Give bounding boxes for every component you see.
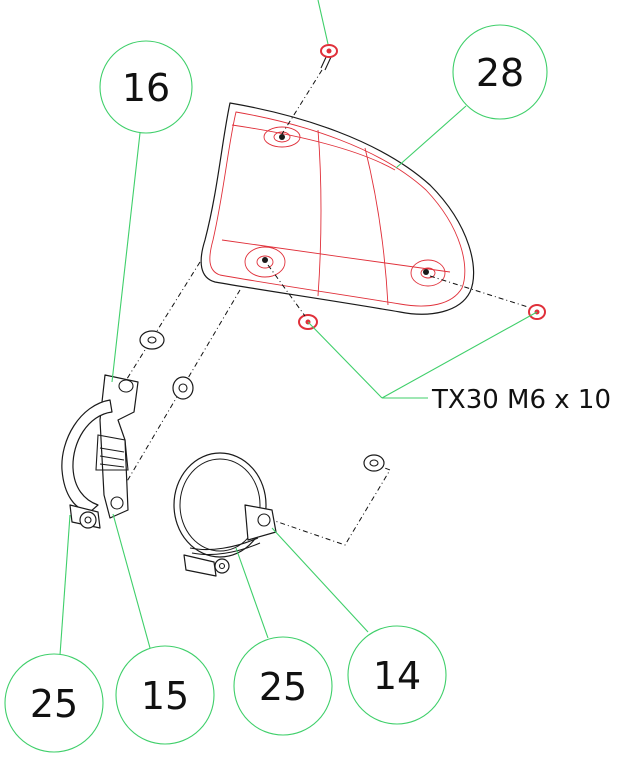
callout-25-right-label: 25 bbox=[259, 665, 307, 709]
callout-14: 14 bbox=[347, 625, 447, 725]
leader-lines bbox=[59, 0, 538, 656]
callout-14-label: 14 bbox=[373, 654, 421, 698]
callout-16: 16 bbox=[99, 40, 193, 134]
washer-lower bbox=[172, 376, 194, 400]
callout-25-left-label: 25 bbox=[30, 682, 78, 726]
callout-28-label: 28 bbox=[476, 51, 524, 95]
washer-right bbox=[363, 454, 385, 472]
washer-upper bbox=[139, 330, 165, 350]
fastener-spec-label: TX30 M6 x 10 bbox=[431, 385, 611, 415]
screw-top bbox=[320, 44, 338, 71]
callout-16-label: 16 bbox=[122, 66, 170, 110]
left-clamp-assembly bbox=[61, 374, 139, 529]
callout-15: 15 bbox=[115, 645, 215, 745]
heat-shield bbox=[200, 102, 475, 315]
callout-15-label: 15 bbox=[141, 674, 189, 718]
callout-25-right: 25 bbox=[233, 636, 333, 736]
right-clamp-assembly bbox=[173, 452, 277, 577]
callout-25-left: 25 bbox=[4, 653, 104, 753]
callout-28: 28 bbox=[452, 24, 548, 120]
